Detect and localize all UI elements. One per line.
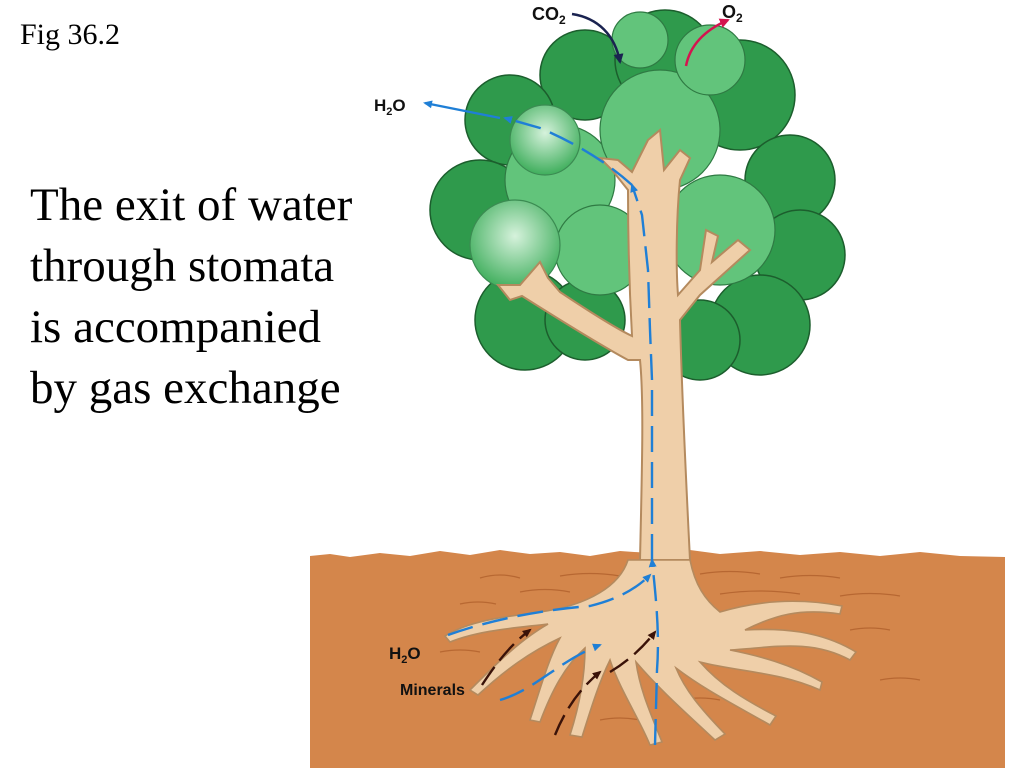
caption-line-3: is accompanied xyxy=(30,301,322,353)
h2o-leaf-arrow xyxy=(423,100,501,120)
tree-roots xyxy=(443,559,858,746)
figure-label: Fig 36.2 xyxy=(20,18,121,51)
h2o-leaf-label: H2O xyxy=(374,96,406,118)
o2-label: O2 xyxy=(722,2,743,25)
caption-line-2: through stomata xyxy=(30,240,335,292)
co2-arrow xyxy=(571,12,624,64)
minerals-label: Minerals xyxy=(400,682,465,699)
co2-label: CO2 xyxy=(532,4,566,27)
mineral-arrows xyxy=(480,628,657,736)
o2-arrow xyxy=(684,18,730,67)
caption-line-4: by gas exchange xyxy=(30,362,341,414)
caption-line-1: The exit of water xyxy=(30,179,353,231)
tree-trunk xyxy=(495,128,752,561)
caption: The exit of water through stomata is acc… xyxy=(30,175,400,419)
h2o-root-label: H2O xyxy=(389,644,421,666)
water-flow-arrows xyxy=(447,116,660,746)
